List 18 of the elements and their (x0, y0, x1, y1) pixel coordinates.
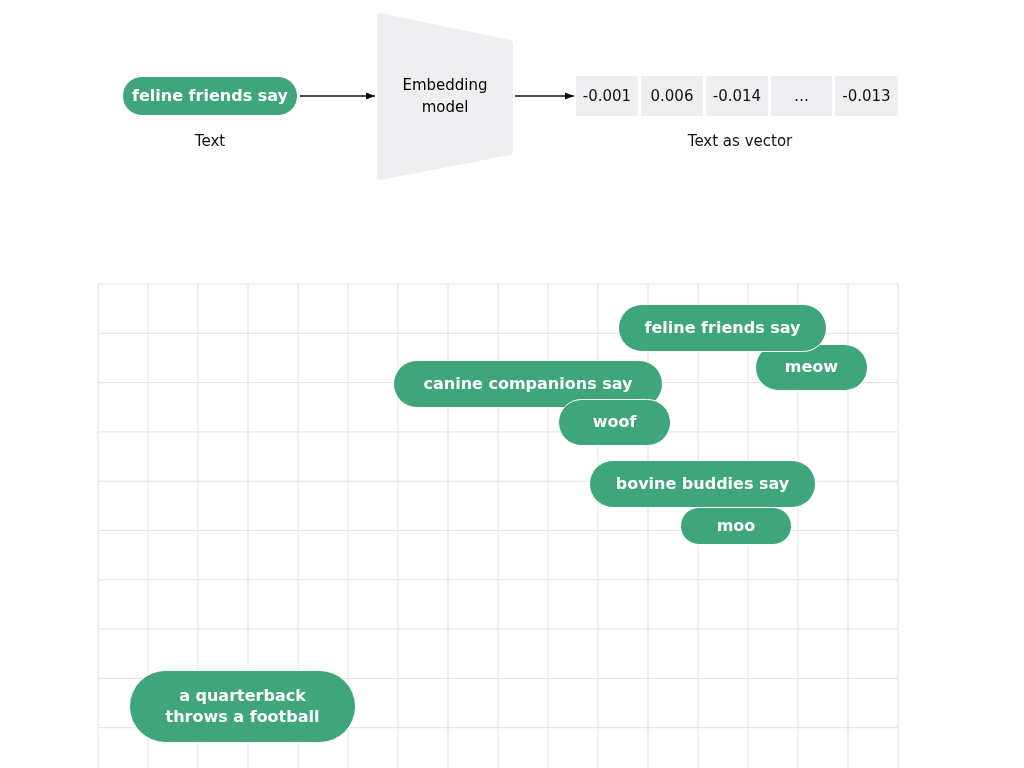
vector-cell: -0.014 (706, 76, 768, 116)
vector-cell: 0.006 (641, 76, 703, 116)
vector-cell: -0.001 (576, 76, 638, 116)
text-pill: moo (680, 507, 792, 545)
vector-cell: -0.013 (835, 76, 898, 116)
text-pill: canine companions say (393, 360, 663, 408)
text-pill: feline friends say (122, 76, 298, 116)
vector-cell: … (771, 76, 832, 116)
caption-text: Text as vector (686, 132, 794, 150)
text-pill: a quarterback throws a football (129, 670, 356, 743)
caption-text: Text (193, 132, 227, 150)
text-pill: woof (558, 399, 671, 446)
arrow (299, 92, 376, 100)
arrow (514, 92, 575, 100)
text-pill: feline friends say (618, 304, 827, 352)
model-label: Embedding model (401, 74, 489, 118)
text-pill: bovine buddies say (589, 460, 816, 508)
text-pill: meow (755, 344, 868, 391)
